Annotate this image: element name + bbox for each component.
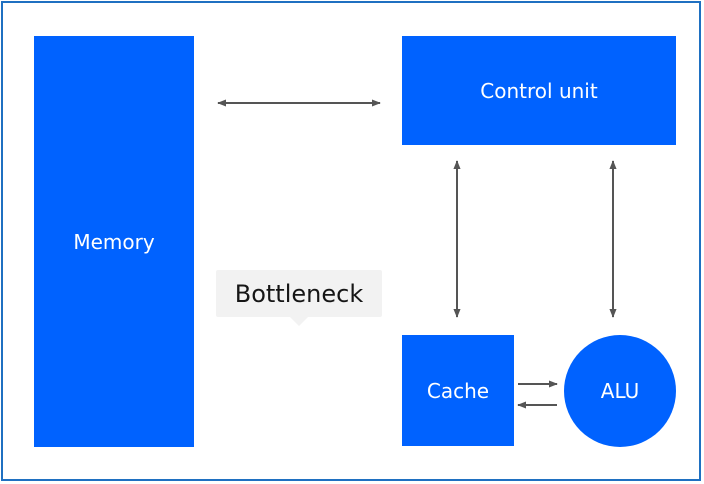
memory-block: Memory (34, 36, 194, 447)
alu-label: ALU (600, 379, 640, 403)
alu-block: ALU (564, 335, 676, 447)
tooltip-caret (290, 317, 308, 326)
bottleneck-label: Bottleneck (234, 279, 364, 308)
cache-label: Cache (426, 378, 490, 403)
control-unit-label: Control unit (480, 78, 598, 103)
cache-block: Cache (402, 335, 514, 446)
bottleneck-tooltip: Bottleneck (216, 270, 382, 317)
control-unit-block: Control unit (402, 36, 676, 145)
memory-label: Memory (73, 229, 155, 254)
